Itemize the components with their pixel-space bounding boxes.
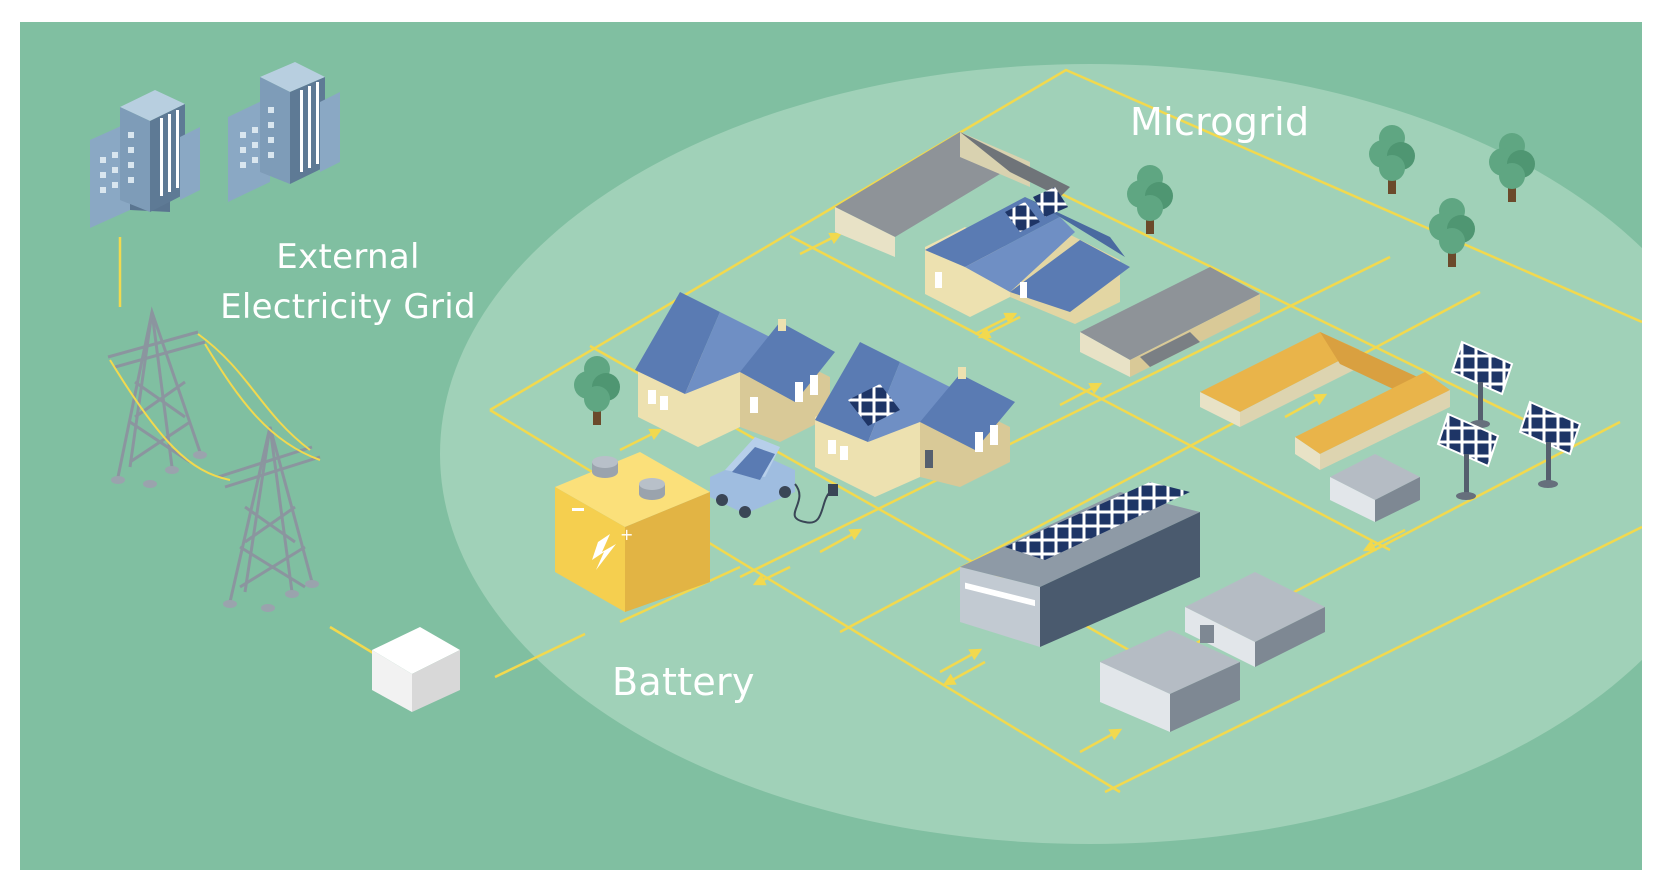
warehouse-icon [1185,572,1325,667]
electric-car-icon [710,437,795,518]
solar-panel-icon [1033,187,1068,217]
warehouse-icon [835,132,1070,257]
battery-label: Battery [612,660,755,704]
battery-icon: + [555,452,710,612]
microgrid-label: Microgrid [1130,100,1310,144]
house-icon [815,342,1015,497]
office-building-icon [228,62,340,202]
warehouse-icon [1200,332,1450,470]
office-building-icon [90,90,200,228]
house-icon [635,292,835,447]
energy-flow-arrow-icon [752,565,791,586]
microgrid-diagram: + [20,22,1642,870]
solar-panel-icon [1005,202,1040,232]
external-grid-label-line2: Electricity Grid [220,287,476,327]
energy-flow-arrow-icon [939,648,983,674]
energy-flow-arrow-icon [977,315,1021,339]
solar-panel-icon [1005,482,1190,560]
energy-flow-arrow-icon [1284,393,1328,419]
transformer-box-icon [372,627,460,712]
energy-flow-arrow-icon [1079,728,1123,754]
energy-flow-arrow-icon [1059,382,1103,407]
external-grid-label-line1: External [276,237,420,277]
energy-flow-arrow-icon [819,528,863,554]
energy-flow-arrow-icon [799,232,843,256]
diagram-graphic: + [90,62,1642,844]
energy-flow-arrow-icon [942,660,986,686]
energy-flow-arrow-icon [1362,528,1406,552]
transmission-tower-icon [107,306,206,478]
transmission-tower-icon [217,426,321,603]
warehouse-icon [1330,454,1420,522]
charging-plug-icon [793,483,838,524]
external-grid-label: External Electricity Grid [203,232,493,332]
warehouse-icon [1100,630,1240,732]
warehouse-icon [1080,267,1260,377]
svg-text:+: + [620,525,633,544]
energy-flow-arrows [619,232,1406,754]
solar-panel-icon [848,384,900,426]
energy-flow-arrow-icon [619,428,663,452]
factory-icon [960,482,1200,647]
microgrid-area [440,64,1642,844]
house-icon [925,187,1130,324]
